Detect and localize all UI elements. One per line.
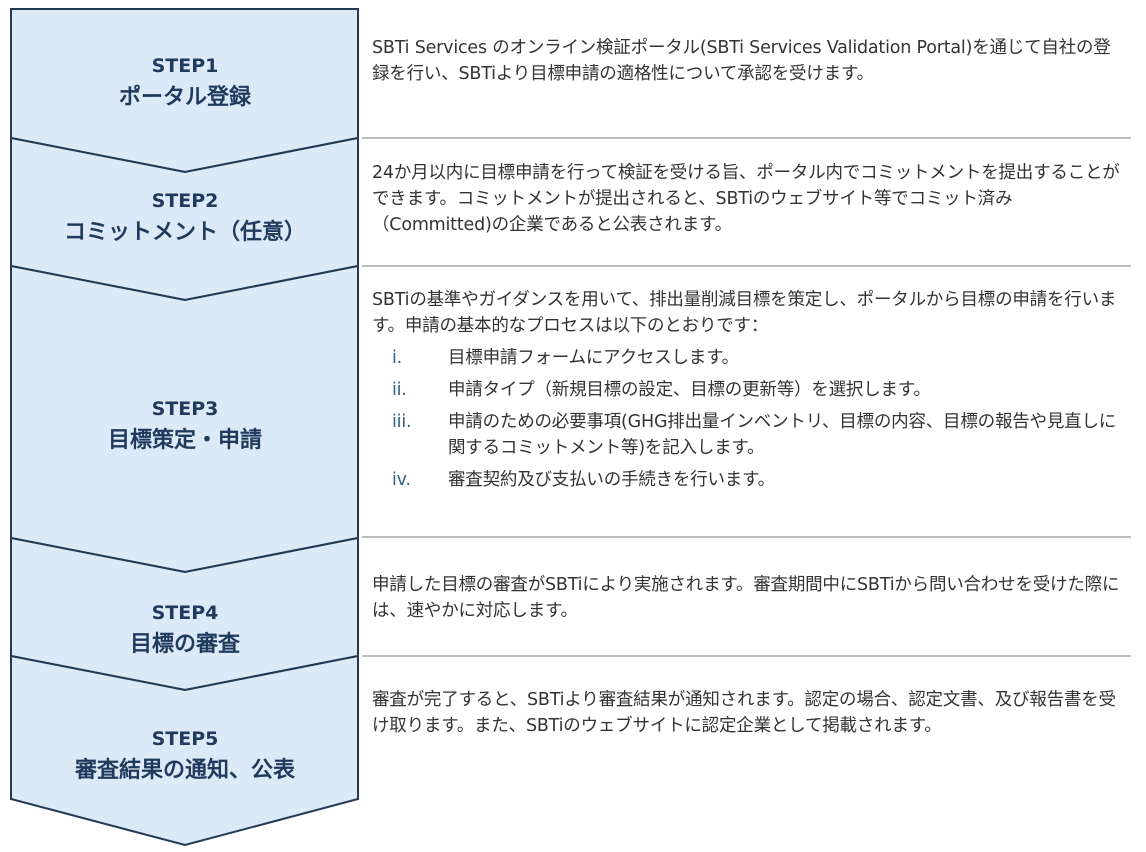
list-item-text: 審査契約及び支払いの手続きを行います。 <box>448 470 775 490</box>
step-number: STEP5 <box>151 728 219 750</box>
step-number: STEP3 <box>151 398 219 420</box>
step-number: STEP1 <box>151 55 219 77</box>
step-label-4: STEP4 目標の審査 <box>11 598 359 660</box>
step-label-1: STEP1 ポータル登録 <box>11 51 359 113</box>
description-text: SBTi Services のオンライン検証ポータル(SBTi Services… <box>372 38 1111 84</box>
list-item-text: 目標申請フォームにアクセスします。 <box>448 348 739 368</box>
step-title: 目標の審査 <box>129 632 240 657</box>
step-description-4: 申請した目標の審査がSBTiにより実施されます。審査期間中にSBTiから問い合わ… <box>372 572 1124 624</box>
step-label-5: STEP5 審査結果の通知、公表 <box>11 724 359 786</box>
step-description-5: 審査が完了すると、SBTiより審査結果が通知されます。認定の場合、認定文書、及び… <box>372 687 1124 739</box>
step-number: STEP2 <box>151 190 219 212</box>
step-description-2: 24か月以内に目標申請を行って検証を受ける旨、ポータル内でコミットメントを提出す… <box>372 160 1124 238</box>
list-marker: ii. <box>392 380 407 400</box>
process-list-item: ii. 申請タイプ（新規目標の設定、目標の更新等）を選択します。 <box>372 377 1124 403</box>
process-list-item: iv. 審査契約及び支払いの手続きを行います。 <box>372 467 1124 493</box>
description-text: 審査が完了すると、SBTiより審査結果が通知されます。認定の場合、認定文書、及び… <box>372 690 1116 736</box>
step-number: STEP4 <box>151 602 219 624</box>
description-text: 申請した目標の審査がSBTiにより実施されます。審査期間中にSBTiから問い合わ… <box>372 575 1120 621</box>
row-divider <box>362 655 1131 657</box>
description-text: SBTiの基準やガイダンスを用いて、排出量削減目標を策定し、ポータルから目標の申… <box>372 290 1117 336</box>
row-divider <box>362 265 1131 267</box>
step-label-3: STEP3 目標策定・申請 <box>11 394 359 456</box>
chevron-step5 <box>10 654 359 847</box>
step-description-1: SBTi Services のオンライン検証ポータル(SBTi Services… <box>372 35 1124 87</box>
process-list-item: iii. 申請のための必要事項(GHG排出量インベントリ、目標の内容、目標の報告… <box>372 409 1124 461</box>
list-item-text: 申請のための必要事項(GHG排出量インベントリ、目標の内容、目標の報告や見直しに… <box>448 412 1117 458</box>
step-description-3: SBTiの基準やガイダンスを用いて、排出量削減目標を策定し、ポータルから目標の申… <box>372 287 1124 493</box>
list-item-text: 申請タイプ（新規目標の設定、目標の更新等）を選択します。 <box>448 380 931 400</box>
step-title: ポータル登録 <box>118 85 251 110</box>
process-list-item: i. 目標申請フォームにアクセスします。 <box>372 345 1124 371</box>
step-label-2: STEP2 コミットメント（任意） <box>11 186 359 248</box>
row-divider <box>362 536 1131 538</box>
step-title: コミットメント（任意） <box>63 220 306 245</box>
step-title: 審査結果の通知、公表 <box>74 758 295 783</box>
step-title: 目標策定・申請 <box>107 428 262 453</box>
list-marker: i. <box>392 348 403 368</box>
list-marker: iii. <box>392 412 412 432</box>
process-list: i. 目標申請フォームにアクセスします。 ii. 申請タイプ（新規目標の設定、目… <box>372 345 1124 493</box>
row-divider <box>362 137 1131 139</box>
list-marker: iv. <box>392 470 411 490</box>
description-text: 24か月以内に目標申請を行って検証を受ける旨、ポータル内でコミットメントを提出す… <box>372 163 1120 235</box>
